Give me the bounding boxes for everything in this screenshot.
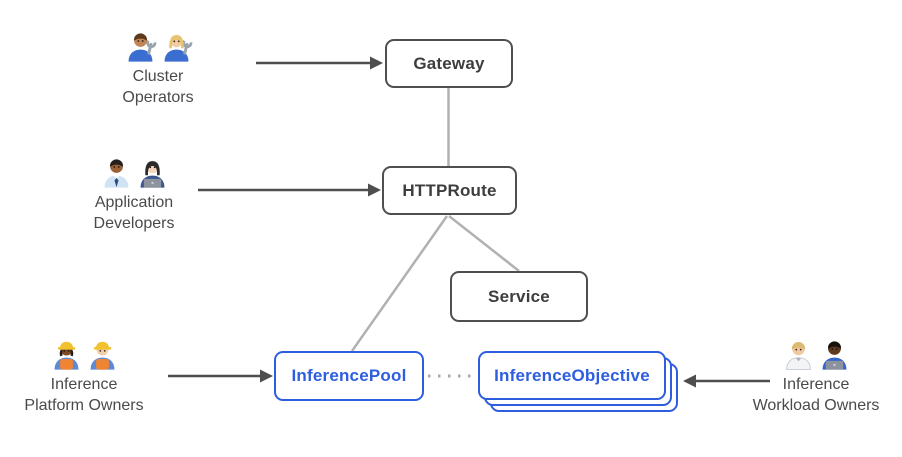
arrow-platform-owners-inferencepool <box>168 369 273 383</box>
node-inference-objective: InferenceObjective <box>478 351 666 400</box>
arrow-application-developers-httproute <box>198 183 381 197</box>
actor-label-line: Operators <box>122 89 194 106</box>
man-office-worker-icon <box>104 159 128 188</box>
node-gateway-label: Gateway <box>413 53 485 73</box>
actor-label-line: Application <box>94 194 174 211</box>
node-service-label: Service <box>488 286 550 306</box>
man-mechanic-icon <box>128 33 156 62</box>
inference-platform-owners-label: Inference Platform Owners <box>24 374 143 416</box>
node-gateway: Gateway <box>385 39 513 88</box>
actor-label-line: Workload Owners <box>752 397 880 414</box>
edge-httproute-inferencepool <box>350 215 449 352</box>
application-developers-label: Application Developers <box>94 192 175 234</box>
node-inference-objective-label: InferenceObjective <box>494 365 650 385</box>
actor-cluster-operators: Cluster Operators <box>88 27 228 108</box>
actor-label-line: Inference <box>50 376 118 393</box>
edge-httproute-service <box>448 215 520 272</box>
node-inference-pool-label: InferencePool <box>291 366 407 385</box>
inference-workload-owners-label: Inference Workload Owners <box>753 374 880 416</box>
arrow-workload-owners-inferenceobjective <box>683 374 770 388</box>
node-httproute-label: HTTPRoute <box>402 180 497 200</box>
actor-inference-workload-owners: Inference Workload Owners <box>736 335 896 416</box>
cluster-operators-label: Cluster Operators <box>122 66 193 108</box>
man-construction-worker-icon <box>90 341 114 370</box>
actor-label-line: Cluster <box>132 68 184 85</box>
woman-technologist-icon <box>140 160 164 188</box>
node-inference-pool: InferencePool <box>274 351 424 401</box>
actor-inference-platform-owners: Inference Platform Owners <box>14 335 154 416</box>
arrow-cluster-operators-gateway <box>256 56 383 70</box>
inference-platform-owners-emoji <box>50 335 119 371</box>
actor-label-line: Developers <box>93 215 175 232</box>
inference-workload-owners-emoji <box>782 335 851 371</box>
node-service: Service <box>450 271 588 322</box>
actor-label-line: Inference <box>782 376 850 393</box>
node-httproute: HTTPRoute <box>382 166 517 215</box>
cluster-operators-emoji <box>124 27 193 63</box>
woman-construction-worker-icon <box>54 341 78 370</box>
woman-mechanic-icon <box>164 34 192 62</box>
application-developers-emoji <box>100 153 169 189</box>
man-technologist-icon <box>822 341 846 370</box>
actor-application-developers: Application Developers <box>64 153 204 234</box>
actor-label-line: Platform Owners <box>24 397 144 414</box>
person-blond-icon <box>785 341 811 371</box>
